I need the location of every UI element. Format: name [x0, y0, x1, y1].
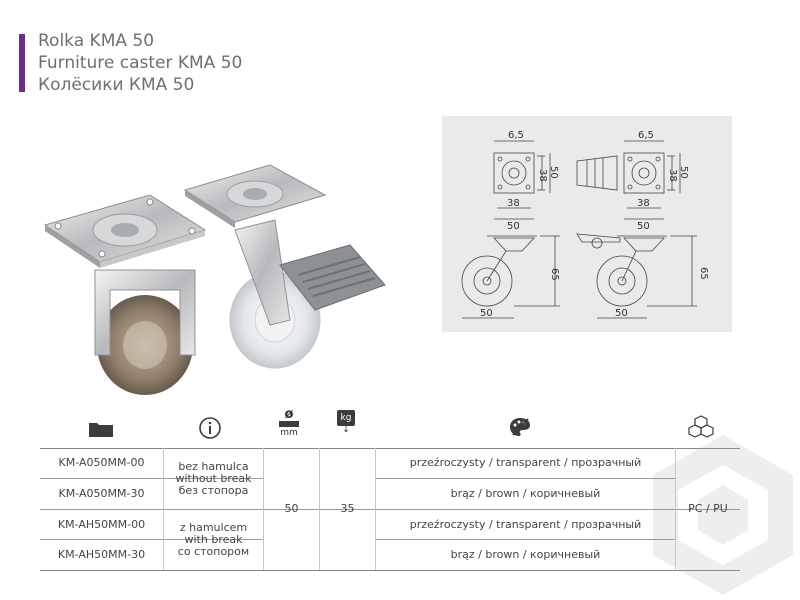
brake-with-cell: z hamulcem with break со стопором: [164, 510, 263, 570]
dim-38-left-horizontal: 38: [507, 198, 520, 209]
load-value: 35: [340, 502, 355, 515]
diameter-value: 50: [284, 502, 299, 515]
palette-icon: [510, 418, 530, 436]
dim-50-left-vertical: 50: [548, 166, 559, 179]
title-russian: Колёсики КМА 50: [38, 75, 195, 95]
cubes-icon: [688, 415, 714, 438]
brake-none-cell: bez hamulca without break без стопора: [164, 448, 263, 509]
brake-none-pl: bez hamulca: [178, 459, 249, 473]
brake-with-ru: со стопором: [177, 545, 250, 558]
product-code: KM-AH50MM-00: [57, 517, 146, 531]
title-block: Rolka KMA 50 Furniture caster KMA 50 Кол…: [38, 30, 242, 96]
diameter-icon: ø mm: [277, 407, 301, 438]
dim-65-right: 65: [698, 267, 709, 280]
product-code: KM-A050MM-30: [58, 487, 145, 500]
material-value: PC / PU: [688, 502, 728, 515]
dim-65-left: 65: [549, 268, 560, 281]
title-polish: Rolka KMA 50: [38, 31, 155, 51]
title-english: Furniture caster KMA 50: [38, 53, 243, 73]
color-value: przeźroczysty / transparent / прозрачный: [409, 456, 642, 469]
product-photo: [43, 164, 386, 395]
brake-with-pl: z hamulcem: [179, 521, 248, 534]
color-value: brąz / brown / коричневый: [450, 548, 601, 561]
weight-unit: kg: [337, 410, 355, 426]
diameter-symbol: ø: [284, 407, 294, 422]
dim-38-right-vertical: 38: [667, 169, 678, 182]
dim-50-left-wheel: 50: [480, 308, 493, 319]
color-value: brąz / brown / коричневый: [450, 487, 601, 500]
caster-brown: [43, 194, 207, 395]
info-icon: [199, 417, 221, 439]
brake-with-en: with break: [184, 533, 243, 546]
weight-icon: kg ↓: [336, 410, 356, 435]
spec-table: ø mm kg ↓: [40, 408, 740, 571]
table-header-icons: ø mm kg ↓: [40, 408, 740, 448]
product-code: KM-A050MM-00: [58, 456, 145, 469]
dim-38-left-vertical: 38: [537, 169, 548, 182]
dim-50-left-horizontal: 50: [507, 221, 520, 232]
dim-6-5-right: 6,5: [638, 130, 654, 141]
dim-50-right-vertical: 50: [678, 166, 689, 179]
dim-50-right-wheel: 50: [615, 308, 628, 319]
product-code: KM-AH50MM-30: [57, 548, 146, 561]
accent-bar: [19, 34, 25, 92]
dim-50-right-horizontal: 50: [637, 221, 650, 232]
cubes-watermark: [653, 435, 793, 595]
dim-6-5-left: 6,5: [508, 130, 524, 141]
color-value: przeźroczysty / transparent / прозрачный: [409, 517, 642, 531]
caster-transparent: [183, 164, 386, 369]
brake-none-ru: без стопора: [178, 483, 249, 497]
technical-drawing: 6,5 38 50 38 50 65 50 6,5 38 50 38 50 65…: [442, 116, 732, 332]
folder-icon: [89, 423, 113, 437]
dim-38-right-horizontal: 38: [637, 198, 650, 209]
diameter-unit: mm: [280, 428, 298, 438]
brake-none-en: without break: [175, 471, 252, 485]
